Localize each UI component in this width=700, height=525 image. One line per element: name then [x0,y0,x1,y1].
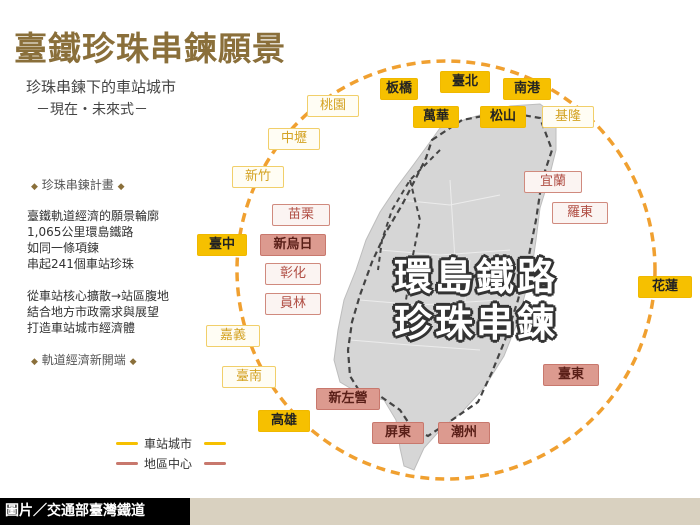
body-line-7: 結合地方市政需求與展望 [27,305,160,319]
section-plan-heading: ◆ 珍珠串鍊計畫 ◆ [31,176,125,193]
legend-regional-center-swatch-left [116,462,138,465]
body-line-4: 串起241個車站珍珠 [27,257,134,271]
station-hualien: 花蓮 [638,276,692,298]
diamond-icon: ◆ [117,182,125,192]
station-changhua: 彰化 [265,263,321,285]
station-songshan: 松山 [480,106,526,128]
station-keelung: 基隆 [542,106,594,128]
body-line-6: 從車站核心擴散→站區腹地 [27,289,170,303]
station-chaozhou: 潮州 [438,422,490,444]
station-xinwuri: 新烏日 [260,234,326,256]
body-line-8: 打造車站城市經濟體 [27,321,136,335]
station-miaoli: 苗栗 [272,204,330,226]
legend-regional-center-swatch-right [204,462,226,465]
map-heading-line-2: 珍珠串鍊 [394,301,559,345]
credit-bar-decoration [190,498,700,525]
station-tainan: 臺南 [222,366,276,388]
body-line-3: 如同一條項鍊 [27,241,100,255]
map-heading-line-1: 環島鐵路 [394,255,559,299]
section-economy-heading: ◆ 軌道經濟新開端 ◆ [31,351,137,368]
diamond-icon: ◆ [31,182,38,192]
station-banqiao: 板橋 [380,78,418,100]
diamond-icon: ◆ [129,357,137,367]
station-wanhua: 萬華 [413,106,459,128]
legend-station-city-swatch-left [116,442,138,445]
image-credit: 圖片／交通部臺灣鐵道 [0,498,190,525]
station-hsinchu: 新竹 [232,166,284,188]
page-subtitle-tagline: －現在・未來式－ [36,102,148,118]
diamond-icon: ◆ [31,357,38,367]
body-line-1: 臺鐵軌道經濟的願景輪廓 [27,209,160,223]
station-nangang: 南港 [503,78,551,100]
station-yuanlin: 員林 [265,293,321,315]
rail-line-inner [377,149,441,301]
station-xinzuoying: 新左營 [316,388,380,410]
station-taitung: 臺東 [543,364,599,386]
county-boundaries [349,179,511,351]
station-taoyuan: 桃園 [307,95,359,117]
legend-station-city-label: 車站城市 [144,437,193,451]
station-pingtung: 屏東 [372,422,424,444]
legend-regional-center-label: 地區中心 [144,457,193,471]
station-taichung: 臺中 [197,234,247,256]
station-chiayi: 嘉義 [206,325,260,347]
pearl-necklace-ring [235,59,657,481]
section-plan-label: 珍珠串鍊計畫 [41,178,114,192]
body-line-2: 1,065公里環島鐵路 [27,225,134,239]
page-title: 臺鐵珍珠串鍊願景 [14,29,286,68]
legend-station-city-swatch-right [204,442,226,445]
taiwan-island [333,103,557,471]
station-kaohsiung: 高雄 [258,410,310,432]
station-zhongli: 中壢 [268,128,320,150]
page-subtitle: 珍珠串鍊下的車站城市 [26,78,177,96]
section-economy-label: 軌道經濟新開端 [41,353,126,367]
station-luodong: 羅東 [552,202,608,224]
station-taipei: 臺北 [440,71,490,93]
station-yilan: 宜蘭 [524,171,582,193]
